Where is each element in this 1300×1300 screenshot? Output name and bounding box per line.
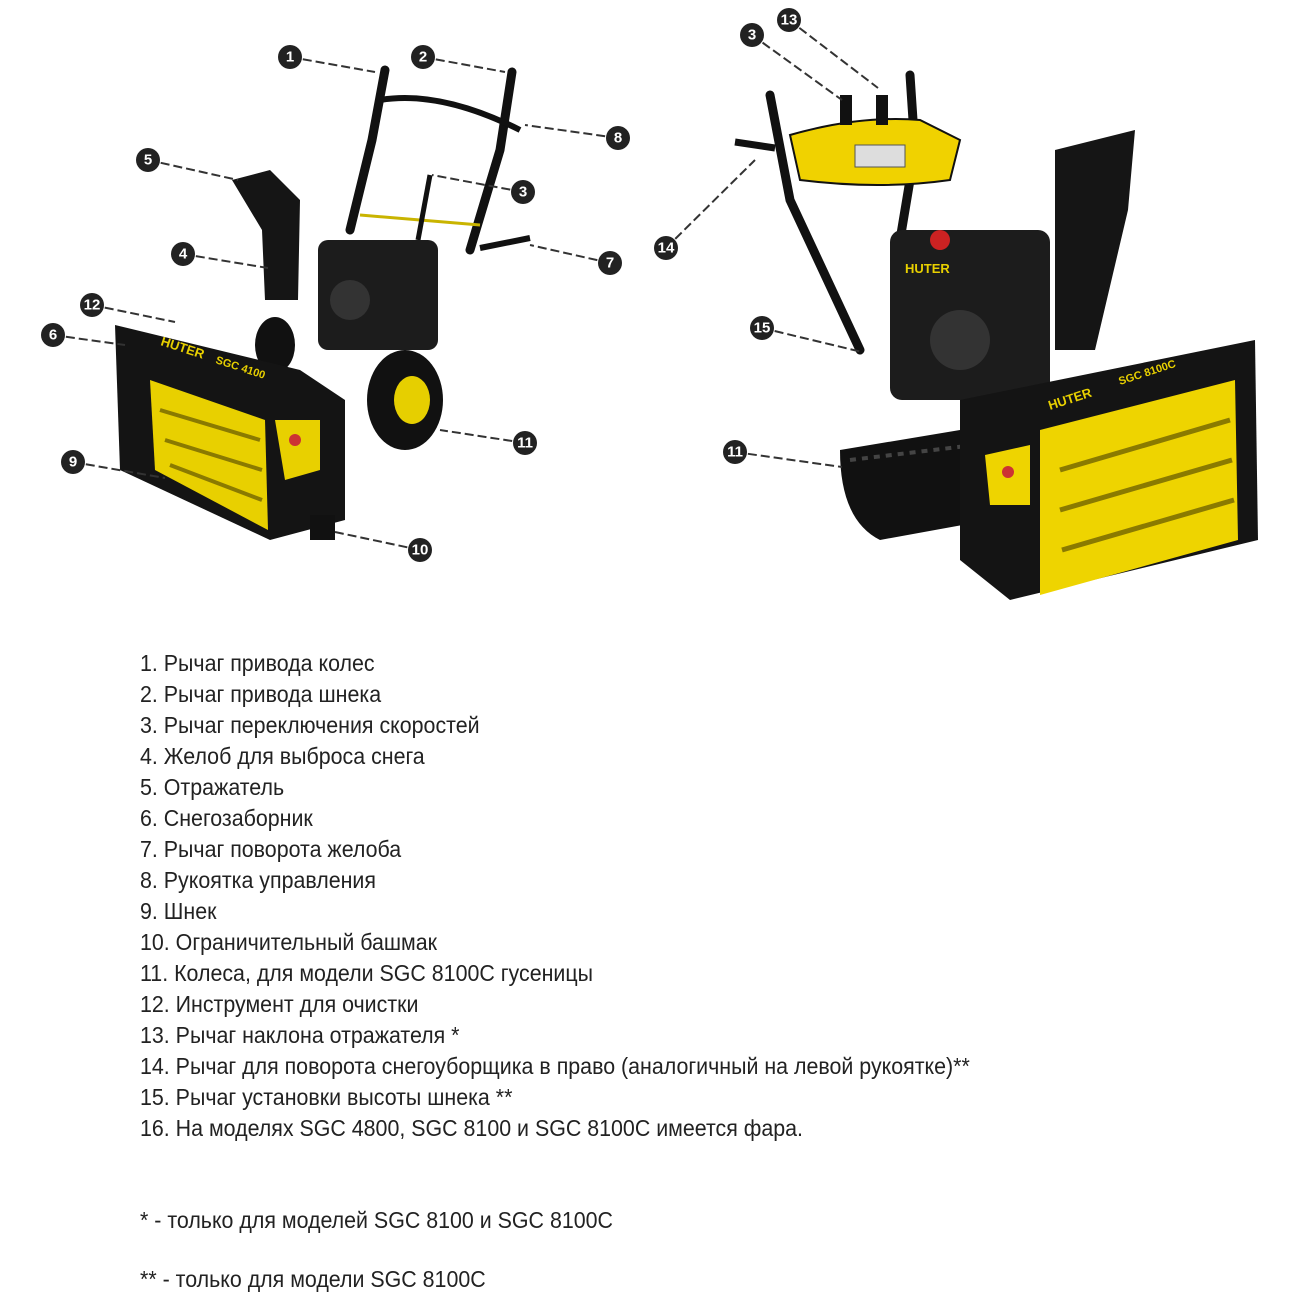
svg-text:4: 4 (179, 246, 188, 263)
svg-text:2: 2 (419, 49, 427, 66)
legend-item: 11. Колеса, для модели SGC 8100C гусениц… (140, 960, 593, 986)
callout-3: 3 (511, 180, 535, 204)
callout-11: 11 (513, 431, 537, 455)
callout-9: 9 (61, 450, 85, 474)
svg-text:1: 1 (286, 49, 294, 66)
footnote-double-asterisk: ** - только для модели SGC 8100C (140, 1266, 486, 1292)
svg-text:11: 11 (517, 435, 533, 452)
left-snowblower-illustration: HUTER SGC 4100 (115, 65, 531, 540)
svg-text:3: 3 (748, 27, 756, 44)
callout-11-right: 11 (723, 440, 747, 464)
right-snowblower-illustration: HUTER HUTER SGC 8100C (734, 70, 1258, 600)
legend-item: 5. Отражатель (140, 774, 285, 800)
legend-item: 3. Рычаг переключения скоростей (140, 712, 480, 738)
parts-legend: 1. Рычаг привода колес 2. Рычаг привода … (140, 648, 1033, 1144)
callout-7: 7 (598, 251, 622, 275)
legend-item: 7. Рычаг поворота желоба (140, 836, 402, 862)
snowblower-diagram: HUTER SGC 4100 HUTER HUTER SGC 8100C (41, 8, 1258, 600)
callout-6: 6 (41, 323, 65, 347)
svg-text:3: 3 (519, 184, 527, 201)
footnote-single-asterisk: * - только для моделей SGC 8100 и SGC 81… (140, 1207, 613, 1233)
svg-text:10: 10 (412, 542, 429, 559)
svg-text:14: 14 (658, 240, 675, 257)
legend-item: 6. Снегозаборник (140, 805, 313, 831)
legend-item: 12. Инструмент для очистки (140, 991, 419, 1017)
svg-text:15: 15 (754, 320, 771, 337)
callout-3-right: 3 (740, 23, 764, 47)
callout-12: 12 (80, 293, 104, 317)
callout-5: 5 (136, 148, 160, 172)
callout-14: 14 (654, 236, 678, 260)
svg-text:9: 9 (69, 454, 77, 471)
svg-text:13: 13 (781, 12, 798, 29)
callout-4: 4 (171, 242, 195, 266)
callout-10: 10 (408, 538, 432, 562)
callout-13: 13 (777, 8, 801, 32)
legend-item: 10. Ограничительный башмак (140, 929, 437, 955)
engine-brand-label: HUTER (905, 261, 950, 276)
leader-lines (52, 19, 879, 551)
legend-item: 2. Рычаг привода шнека (140, 681, 382, 707)
svg-text:7: 7 (606, 255, 614, 272)
callout-1: 1 (278, 45, 302, 69)
legend-item: 4. Желоб для выброса снега (140, 743, 425, 769)
callout-15: 15 (750, 316, 774, 340)
callout-markers: 1 2 8 5 3 4 7 12 6 11 9 10 3 13 14 15 11 (41, 8, 801, 562)
svg-text:12: 12 (84, 297, 101, 314)
callout-8: 8 (606, 126, 630, 150)
callout-2: 2 (411, 45, 435, 69)
legend-item: 13. Рычаг наклона отражателя * (140, 1022, 460, 1048)
svg-text:5: 5 (144, 152, 152, 169)
legend-item: 14. Рычаг для поворота снегоуборщика в п… (140, 1053, 970, 1079)
svg-text:6: 6 (49, 327, 57, 344)
svg-text:11: 11 (727, 444, 743, 461)
legend-item: 8. Рукоятка управления (140, 867, 376, 893)
legend-item: 1. Рычаг привода колес (140, 650, 375, 676)
legend-item: 16. На моделях SGC 4800, SGC 8100 и SGC … (140, 1115, 803, 1141)
svg-text:8: 8 (614, 130, 622, 147)
legend-item: 15. Рычаг установки высоты шнека ** (140, 1084, 513, 1110)
legend-item: 9. Шнек (140, 898, 217, 924)
